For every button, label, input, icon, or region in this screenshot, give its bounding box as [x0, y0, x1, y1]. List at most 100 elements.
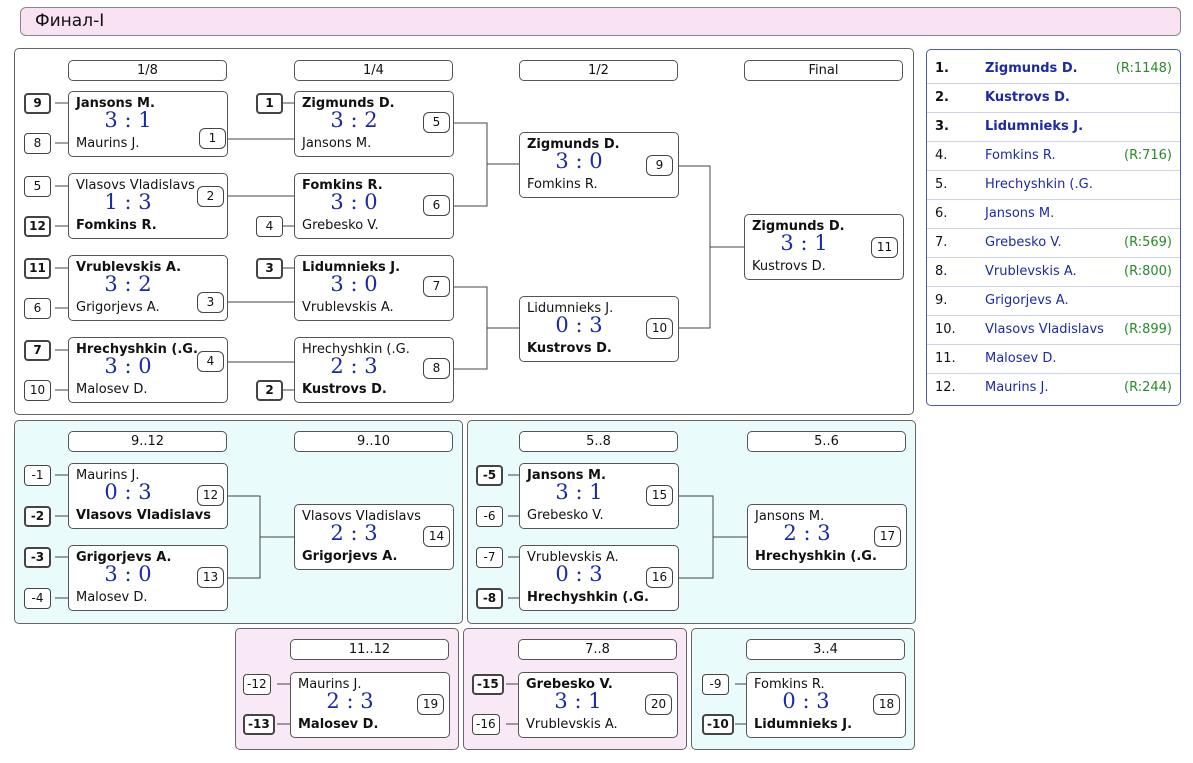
- player-loser: Vrublevskis A.: [526, 717, 618, 732]
- match-5[interactable]: Zigmunds D. 3 : 2 Jansons M.: [294, 91, 454, 157]
- match-number-badge: 18: [873, 694, 900, 715]
- match-score: 3 : 1: [104, 108, 152, 132]
- player-winner: Hrechyshkin (.G.: [76, 342, 198, 357]
- match-score: 3 : 1: [554, 689, 602, 713]
- seed-badge: 10: [24, 380, 51, 401]
- player-loser: Malosev D.: [76, 382, 148, 397]
- player-loser: Maurins J.: [76, 468, 140, 483]
- standings-name: Jansons M.: [985, 206, 1055, 221]
- player-winner: Grigorjevs A.: [302, 549, 398, 564]
- match-number-badge: 8: [423, 358, 450, 379]
- player-winner: Jansons M.: [527, 468, 606, 483]
- standings-name: Hrechyshkin (.G.: [985, 177, 1093, 192]
- standings-rank: 3.: [935, 119, 949, 134]
- standings-row[interactable]: 11.Malosev D.: [927, 345, 1180, 374]
- player-loser: Vrublevskis A.: [527, 550, 619, 565]
- standings-rank: 4.: [935, 148, 948, 163]
- match-number-badge: 9: [646, 155, 673, 176]
- round-header-7-8: 7..8: [518, 639, 677, 660]
- match-score: 0 : 3: [782, 689, 830, 713]
- seed-badge: -4: [24, 588, 51, 609]
- match-3[interactable]: Vrublevskis A. 3 : 2 Grigorjevs A.: [68, 255, 228, 321]
- standings-table: 1.Zigmunds D.(R:1148) 2. Kustrovs D. 3. Li…: [926, 49, 1181, 406]
- standings-row[interactable]: 12.Maurins J.(R:244): [927, 374, 1180, 403]
- seed-badge: -7: [476, 547, 503, 568]
- player-loser: Jansons M.: [302, 136, 372, 151]
- player-loser: Kustrovs D.: [752, 259, 826, 274]
- match-number-badge: 10: [646, 318, 673, 339]
- match-18[interactable]: Fomkins R. 0 : 3 Lidumnieks J.: [746, 672, 906, 738]
- standings-rank: 11.: [935, 351, 956, 366]
- match-17[interactable]: Jansons M. 2 : 3 Hrechyshkin (.G.: [747, 504, 907, 570]
- standings-row[interactable]: 1.Zigmunds D.(R:1148): [927, 55, 1180, 84]
- seed-badge: -1: [24, 465, 51, 486]
- standings-rating: (R:244): [1124, 380, 1172, 395]
- standings-name: Kustrovs D.: [985, 90, 1070, 105]
- match-number-badge: 2: [197, 186, 224, 207]
- match-8[interactable]: Hrechyshkin (.G. 2 : 3 Kustrovs D.: [294, 337, 454, 403]
- match-score: 3 : 1: [780, 231, 828, 255]
- standings-name: Vrublevskis A.: [985, 264, 1077, 279]
- player-winner: Zigmunds D.: [527, 137, 620, 152]
- match-score: 3 : 0: [104, 354, 152, 378]
- standings-row[interactable]: 3. Lidumnieks J.: [927, 113, 1180, 142]
- standings-rating: (R:569): [1124, 235, 1172, 250]
- player-loser: Vrublevskis A.: [302, 300, 394, 315]
- match-score: 2 : 3: [783, 521, 831, 545]
- match-number-badge: 19: [417, 694, 444, 715]
- player-winner: Fomkins R.: [76, 218, 157, 233]
- seed-badge: -9: [702, 674, 729, 695]
- match-score: 2 : 3: [326, 689, 374, 713]
- standings-rank: 5.: [935, 177, 948, 192]
- player-winner: Grebesko V.: [526, 677, 613, 692]
- player-loser: Maurins J.: [298, 677, 362, 692]
- match-score: 1 : 3: [104, 190, 152, 214]
- seed-badge: 12: [24, 216, 51, 237]
- player-winner: Kustrovs D.: [527, 341, 612, 356]
- match-4[interactable]: Hrechyshkin (.G. 3 : 0 Malosev D.: [68, 337, 228, 403]
- seed-badge: 2: [256, 380, 283, 401]
- standings-rating: (R:800): [1124, 264, 1172, 279]
- standings-row[interactable]: 8. Vrublevskis A. (R:800): [927, 258, 1180, 287]
- standings-rank: 1.: [935, 61, 949, 76]
- standings-rank: 8.: [935, 264, 948, 279]
- player-winner: Vrublevskis A.: [76, 260, 182, 275]
- standings-name: Lidumnieks J.: [985, 119, 1084, 134]
- player-winner: Vlasovs Vladislavs: [76, 508, 211, 523]
- standings-row[interactable]: 5. Hrechyshkin (.G.: [927, 171, 1180, 200]
- seed-badge: -15: [472, 674, 504, 695]
- seed-badge: 7: [24, 340, 51, 361]
- match-score: 0 : 3: [555, 313, 603, 337]
- seed-badge: -12: [243, 674, 271, 695]
- seed-badge: -10: [702, 714, 734, 735]
- standings-rank: 9.: [935, 293, 948, 308]
- match-9[interactable]: Zigmunds D. 3 : 0 Fomkins R.: [519, 132, 679, 198]
- match-12[interactable]: Maurins J. 0 : 3 Vlasovs Vladislavs: [68, 463, 228, 529]
- standings-row[interactable]: 2. Kustrovs D.: [927, 84, 1180, 113]
- standings-row[interactable]: 4.Fomkins R.(R:716): [927, 142, 1180, 171]
- standings-rank: 2.: [935, 90, 949, 105]
- player-loser: Grigorjevs A.: [76, 300, 160, 315]
- round-header-final: Final: [744, 60, 903, 81]
- match-number-badge: 14: [423, 526, 450, 547]
- player-loser: Maurins J.: [76, 136, 140, 151]
- match-number-badge: 11: [871, 237, 898, 258]
- standings-rating: (R:1148): [1115, 61, 1172, 76]
- match-10[interactable]: Lidumnieks J. 0 : 3 Kustrovs D.: [519, 296, 679, 362]
- round-header-1-8: 1/8: [68, 60, 227, 81]
- match-19[interactable]: Maurins J. 2 : 3 Malosev D.: [290, 672, 450, 738]
- seed-badge: -3: [24, 547, 51, 568]
- player-loser: Grebesko V.: [302, 218, 379, 233]
- standings-name: Fomkins R.: [985, 148, 1056, 163]
- standings-row[interactable]: 7.Grebesko V.(R:569): [927, 229, 1180, 258]
- round-header-11-12: 11..12: [290, 639, 449, 660]
- seed-badge: -13: [243, 714, 275, 735]
- standings-row[interactable]: 6.Jansons M.: [927, 200, 1180, 229]
- player-winner: Grigorjevs A.: [76, 550, 172, 565]
- player-winner: Zigmunds D.: [752, 219, 845, 234]
- player-loser: Vlasovs Vladislavs: [302, 509, 421, 524]
- seed-badge: -8: [476, 588, 503, 609]
- standings-row[interactable]: 10.Vlasovs Vladislavs(R:899): [927, 316, 1180, 345]
- player-winner: Kustrovs D.: [302, 382, 387, 397]
- standings-row[interactable]: 9.Grigorjevs A.: [927, 287, 1180, 316]
